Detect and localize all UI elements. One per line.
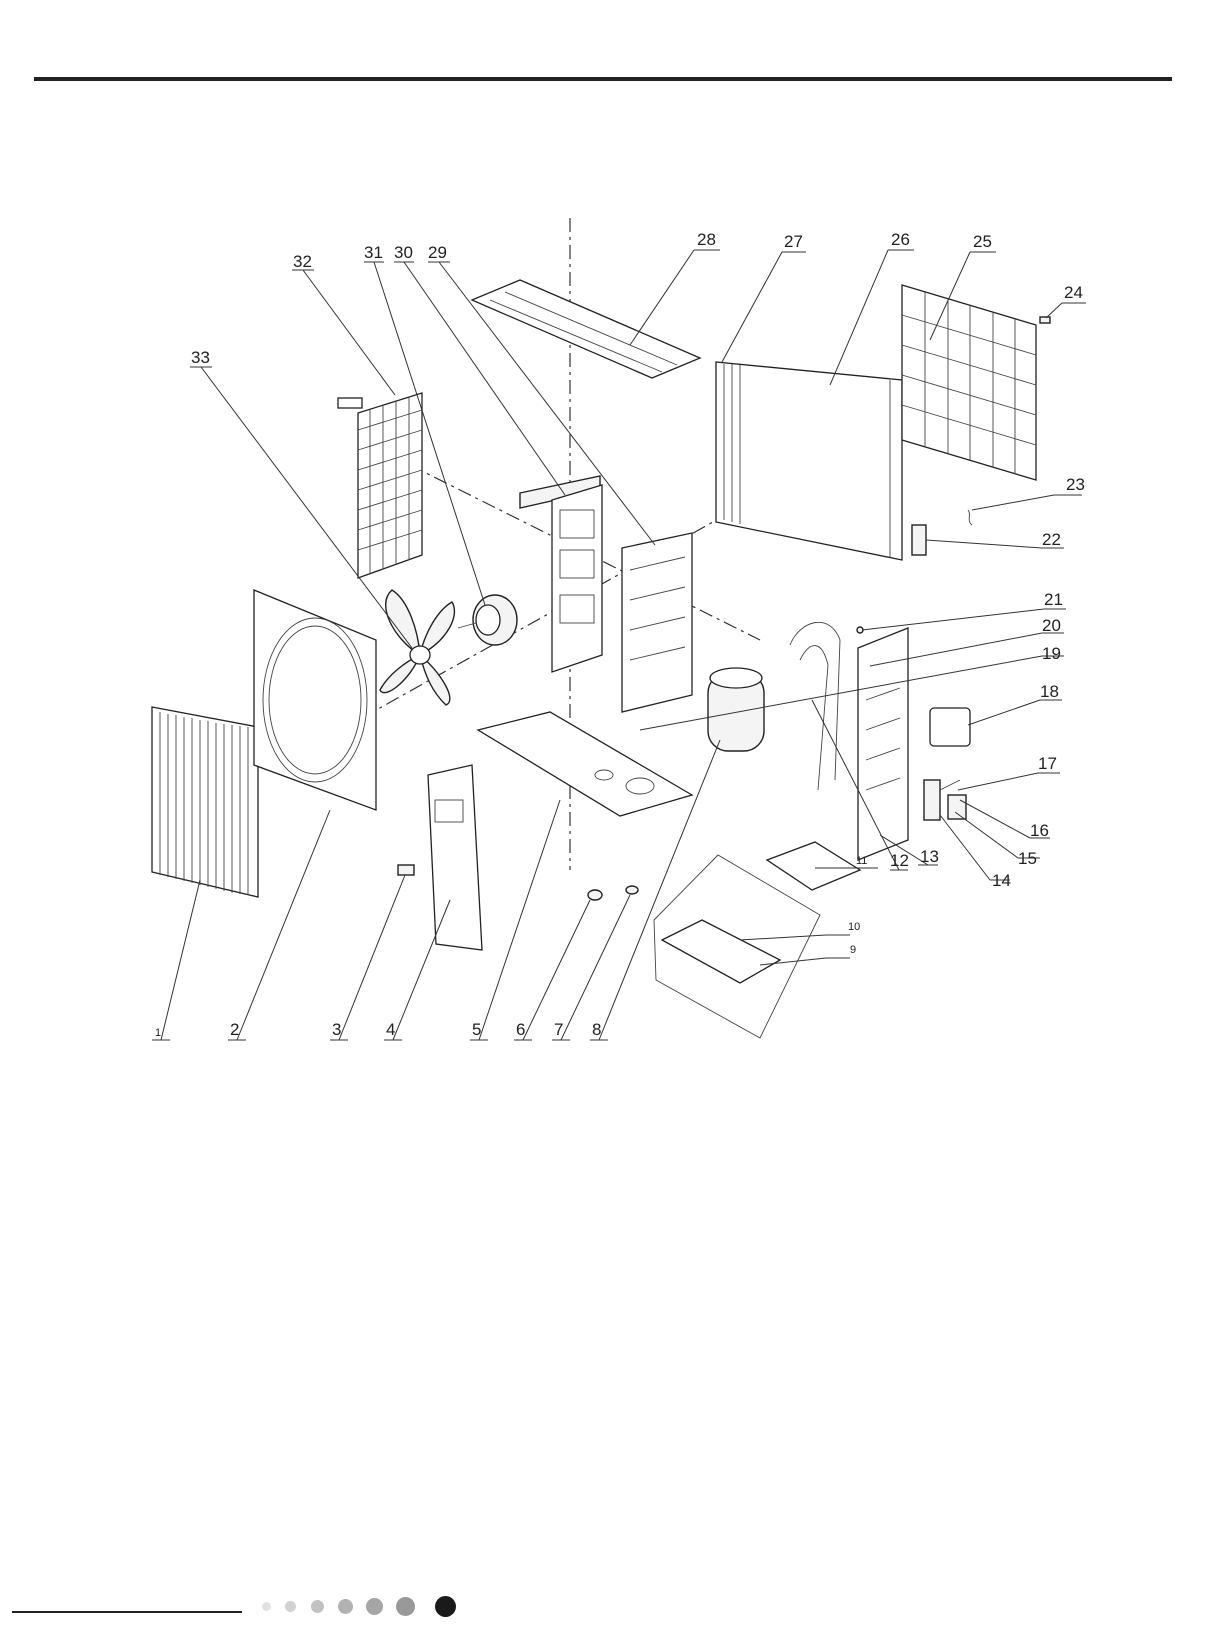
callout-22: 22 xyxy=(1042,530,1061,549)
page-dot xyxy=(396,1597,415,1616)
clip xyxy=(1040,317,1050,323)
callout-11: 11 xyxy=(856,855,867,867)
motor-support xyxy=(520,476,602,672)
page-dot xyxy=(262,1602,271,1611)
callout-15: 15 xyxy=(1018,849,1037,868)
callout-14: 14 xyxy=(992,871,1011,890)
top-cover xyxy=(472,280,700,378)
valve-side-panel xyxy=(858,628,908,860)
callout-29: 29 xyxy=(428,243,447,262)
callout-12: 12 xyxy=(890,851,909,870)
callout-32: 32 xyxy=(293,252,312,271)
callout-2: 2 xyxy=(230,1020,239,1039)
callout-16: 16 xyxy=(1030,821,1049,840)
callout-30: 30 xyxy=(394,243,413,262)
callout-6: 6 xyxy=(516,1020,525,1039)
callout-18: 18 xyxy=(1040,682,1059,701)
callout-17: 17 xyxy=(1038,754,1057,773)
condenser-coil xyxy=(716,362,902,560)
valve-assembly xyxy=(924,780,966,820)
compressor xyxy=(708,668,764,751)
front-panel xyxy=(254,590,376,810)
rear-grille-panel xyxy=(338,393,422,578)
front-grille xyxy=(152,707,258,897)
callout-27: 27 xyxy=(784,232,803,251)
callout-24: 24 xyxy=(1064,283,1083,302)
callout-25: 25 xyxy=(973,232,992,251)
callout-9: 9 xyxy=(850,944,856,956)
terminal-board xyxy=(912,525,926,555)
callout-5: 5 xyxy=(472,1020,481,1039)
spring-clip xyxy=(968,510,972,525)
valve-cover xyxy=(930,708,970,746)
callout-20: 20 xyxy=(1042,616,1061,635)
callout-31: 31 xyxy=(364,243,383,262)
footer-rule xyxy=(12,1611,242,1613)
isolation-sheet xyxy=(622,533,692,712)
callout-28: 28 xyxy=(697,230,716,249)
page-dot-active xyxy=(435,1596,456,1617)
callout-33: 33 xyxy=(191,348,210,367)
right-side-plate xyxy=(428,765,482,950)
callout-21: 21 xyxy=(1044,590,1063,609)
callout-3: 3 xyxy=(332,1020,341,1039)
callout-13: 13 xyxy=(920,847,939,866)
callout-26: 26 xyxy=(891,230,910,249)
callout-23: 23 xyxy=(1066,475,1085,494)
page-dot xyxy=(338,1599,353,1614)
base-chassis xyxy=(478,712,692,816)
callout-4: 4 xyxy=(386,1020,395,1039)
callout-8: 8 xyxy=(592,1020,601,1039)
drainage-joint xyxy=(588,890,602,900)
callout-1: 1 xyxy=(155,1027,161,1039)
electric-box-assembly xyxy=(654,842,860,1038)
fan-motor xyxy=(458,595,517,645)
callout-7: 7 xyxy=(554,1020,563,1039)
page-dot xyxy=(311,1600,324,1613)
callout-19: 19 xyxy=(1042,644,1061,663)
foot-cushion xyxy=(626,886,638,894)
handle xyxy=(398,865,414,875)
callout-10: 10 xyxy=(848,921,860,933)
rear-guard-grid xyxy=(902,285,1036,480)
page-dot xyxy=(366,1598,383,1615)
page-dot xyxy=(285,1601,296,1612)
